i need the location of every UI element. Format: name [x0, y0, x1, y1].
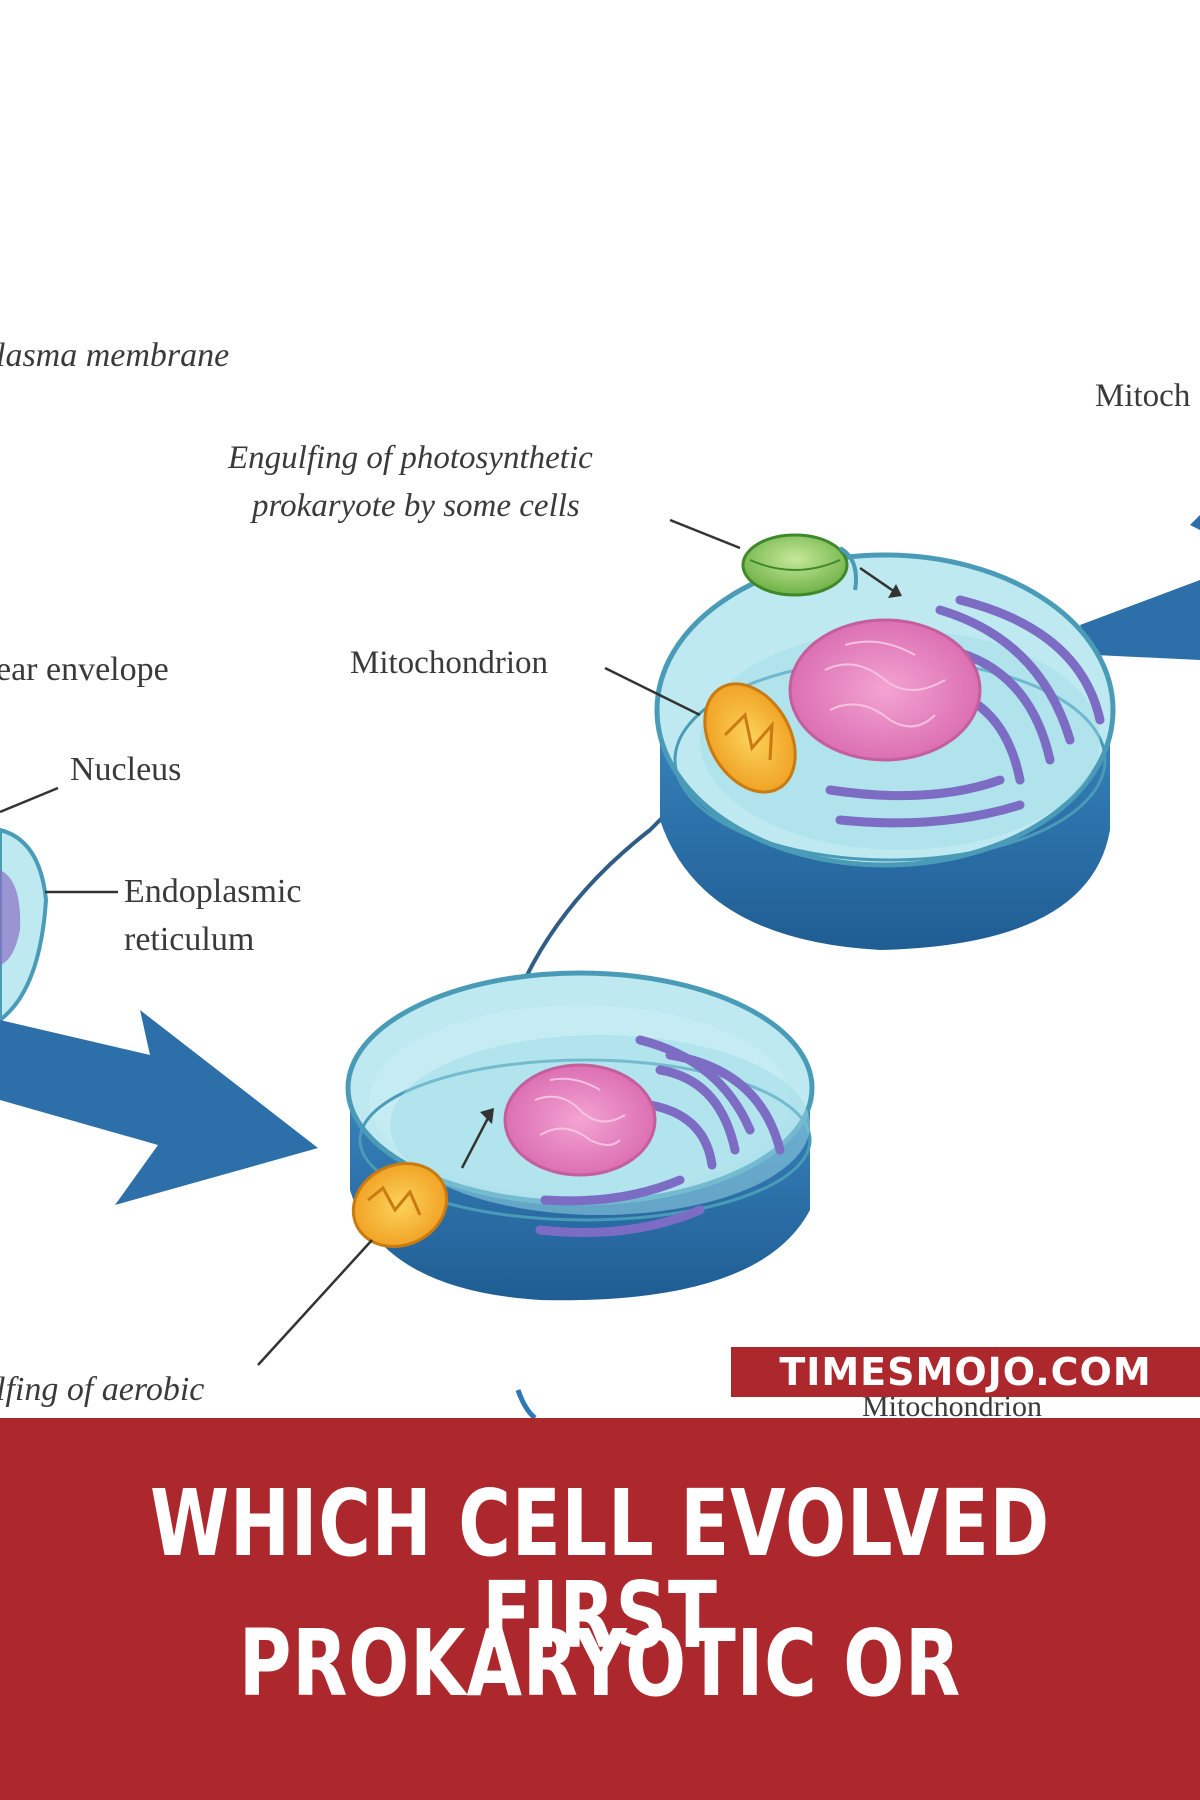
leader-lines — [0, 518, 741, 1366]
label-endoplasmic-2: reticulum — [124, 921, 255, 958]
headline-banner: WHICH CELL EVOLVED FIRST PROKARYOTIC OR — [0, 1418, 1200, 1800]
label-engulfing-aerobic: lfing of aerobic — [0, 1371, 205, 1408]
diagram-artwork — [0, 515, 1200, 1418]
headline-line-2: PROKARYOTIC OR — [238, 1610, 962, 1717]
label-mitochondrion-corner: Mitoch — [1095, 378, 1191, 414]
label-mitochondrion-top: Mitochondrion — [350, 645, 548, 681]
arrow-middle-to-top — [518, 806, 674, 991]
brand-text: TIMESMOJO.COM — [779, 1350, 1152, 1394]
label-nuclear-envelope: ear envelope — [0, 651, 169, 688]
label-engulfing-photosynthetic-2: prokaryote by some cells — [252, 488, 580, 524]
label-endoplasmic-1: Endoplasmic — [124, 873, 302, 910]
arrow-left-to-middle — [0, 1010, 318, 1205]
label-engulfing-photosynthetic-1: Engulfing of photosynthetic — [228, 440, 593, 476]
headline-line-1: WHICH CELL EVOLVED FIRST — [149, 1470, 1051, 1669]
left-cell-partial — [0, 827, 49, 1023]
arrow-top-to-right — [1080, 515, 1200, 660]
cell-evolution-diagram: lasma membrane Mitoch Engulfing of photo… — [0, 337, 1200, 1418]
middle-cell — [345, 970, 815, 1301]
label-nucleus: Nucleus — [70, 751, 182, 788]
top-cell — [654, 533, 1116, 950]
brand-badge — [731, 1347, 1200, 1397]
label-plasma-membrane: lasma membrane — [0, 337, 230, 374]
